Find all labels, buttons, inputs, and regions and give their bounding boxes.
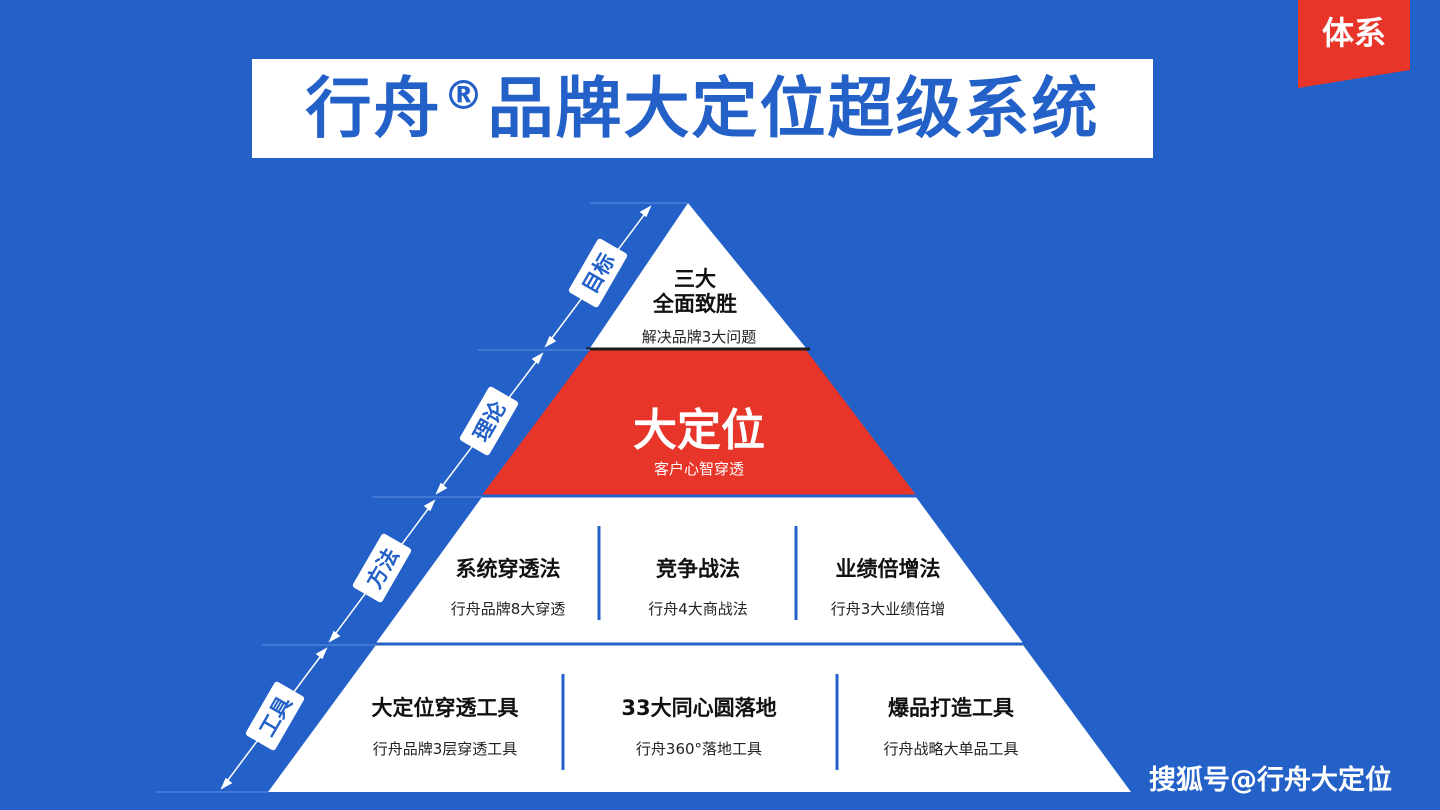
watermark: 搜狐号@行舟大定位 [1149,765,1392,796]
title-banner: 行舟®品牌大定位超级系统 [252,59,1153,158]
pyramid-top-tier [590,203,806,348]
tool-subtitle-positioning: 行舟品牌3层穿透工具 [372,740,518,758]
badge-flag-shape [1298,0,1410,88]
tool-title-positioning: 大定位穿透工具 [371,696,519,720]
title-brand: 行舟 [305,69,442,147]
tool-subtitle-hit-product: 行舟战略大单品工具 [883,740,1019,758]
method-subtitle-system: 行舟品牌8大穿透 [450,600,566,618]
pyramid-middle-tier [482,350,916,495]
method-title-system: 系统穿透法 [455,557,561,581]
top-tier-title-line2: 全面致胜 [653,292,737,316]
method-subtitle-performance: 行舟3大业绩倍增 [830,600,946,618]
method-title-performance: 业绩倍增法 [835,557,941,581]
pyramid-tool-tier [268,645,1131,792]
top-tier-title-line1: 三大 [674,267,716,291]
tool-title-concentric: 33大同心圆落地 [621,696,777,720]
title-system: 品牌大定位超级系统 [487,69,1100,147]
badge-label: 体系 [1321,14,1386,52]
category-badge: 体系 [1298,0,1410,88]
registered-mark: ® [443,72,486,119]
middle-tier-subtitle: 客户心智穿透 [653,460,745,478]
method-title-competition: 竞争战法 [656,557,740,581]
middle-tier-title: 大定位 [633,405,765,456]
top-tier-subtitle: 解决品牌3大问题 [641,328,757,346]
tool-subtitle-concentric: 行舟360°落地工具 [635,740,763,758]
tool-title-hit-product: 爆品打造工具 [888,696,1014,720]
page-title: 行舟®品牌大定位超级系统 [306,72,1100,142]
pyramid-method-tier [376,497,1023,643]
method-subtitle-competition: 行舟4大商战法 [648,600,748,618]
